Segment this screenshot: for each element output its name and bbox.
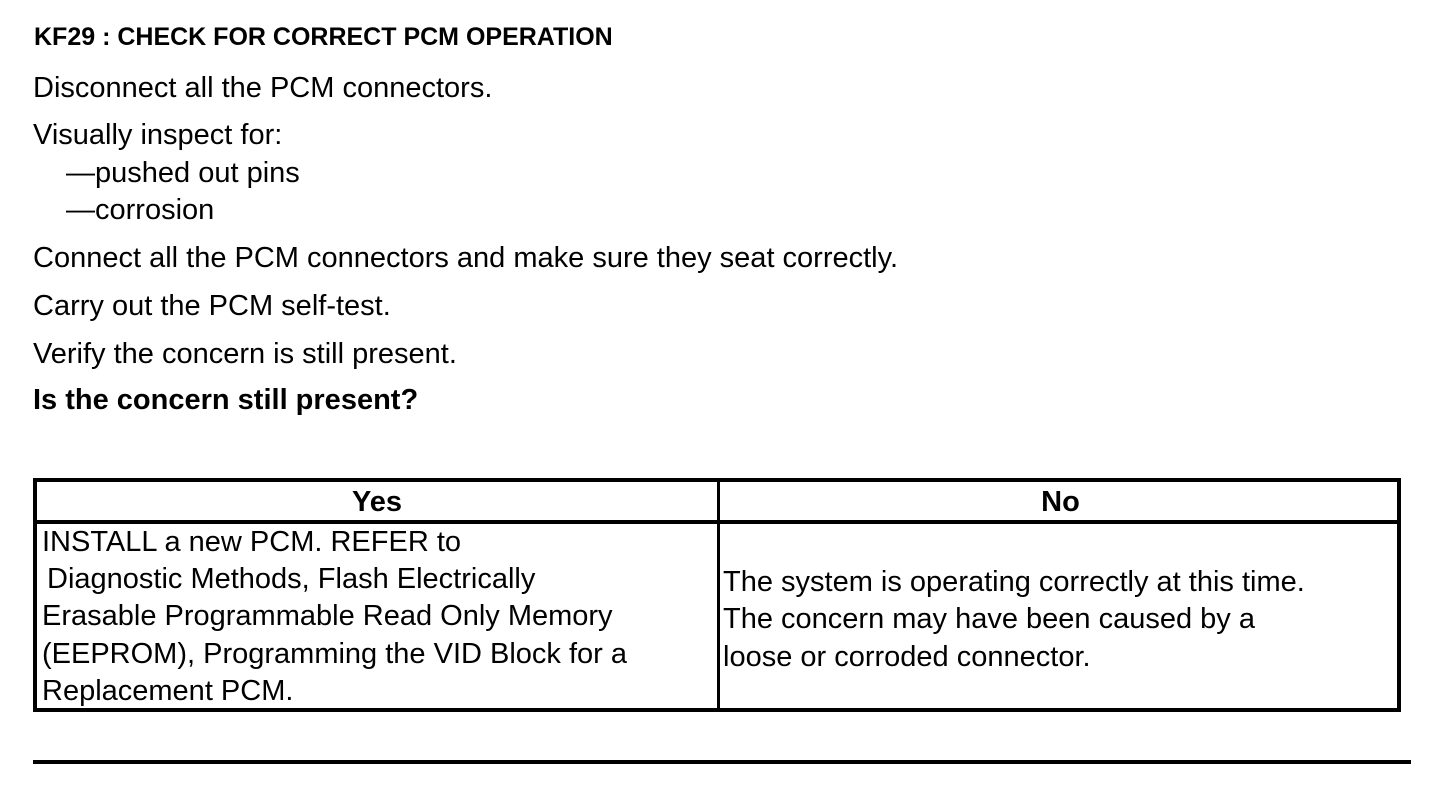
instruction-self-test: Carry out the PCM self-test. bbox=[33, 290, 391, 322]
step-title: KF29 : CHECK FOR CORRECT PCM OPERATION bbox=[34, 23, 613, 51]
yes-action-line: INSTALL a new PCM. REFER to bbox=[42, 526, 462, 558]
instruction-verify: Verify the concern is still present. bbox=[33, 338, 457, 370]
yes-action-line: Diagnostic Methods, Flash Electrically bbox=[47, 563, 536, 595]
no-result-line: The concern may have been caused by a bbox=[723, 603, 1255, 635]
table-header-divider bbox=[37, 520, 1397, 524]
instruction-inspect-intro: Visually inspect for: bbox=[33, 119, 283, 151]
instruction-connect: Connect all the PCM connectors and make … bbox=[33, 242, 899, 274]
yes-action-line: Replacement PCM. bbox=[42, 675, 294, 707]
no-result-line: loose or corroded connector. bbox=[723, 641, 1091, 673]
result-table: Yes No INSTALL a new PCM. REFER to Diagn… bbox=[33, 478, 1401, 712]
bottom-divider-rule bbox=[33, 760, 1411, 764]
table-header-yes: Yes bbox=[352, 486, 402, 518]
instruction-disconnect: Disconnect all the PCM connectors. bbox=[33, 72, 493, 104]
no-result-line: The system is operating correctly at thi… bbox=[723, 566, 1305, 598]
table-column-divider bbox=[717, 482, 720, 708]
yes-action-line: (EEPROM), Programming the VID Block for … bbox=[42, 638, 627, 670]
table-header-no: No bbox=[1041, 486, 1080, 518]
yes-action-line: Erasable Programmable Read Only Memory bbox=[42, 600, 613, 632]
inspect-item-corrosion: —corrosion bbox=[66, 194, 215, 226]
inspect-item-pushed-out-pins: —pushed out pins bbox=[66, 157, 300, 189]
step-question: Is the concern still present? bbox=[33, 384, 419, 416]
